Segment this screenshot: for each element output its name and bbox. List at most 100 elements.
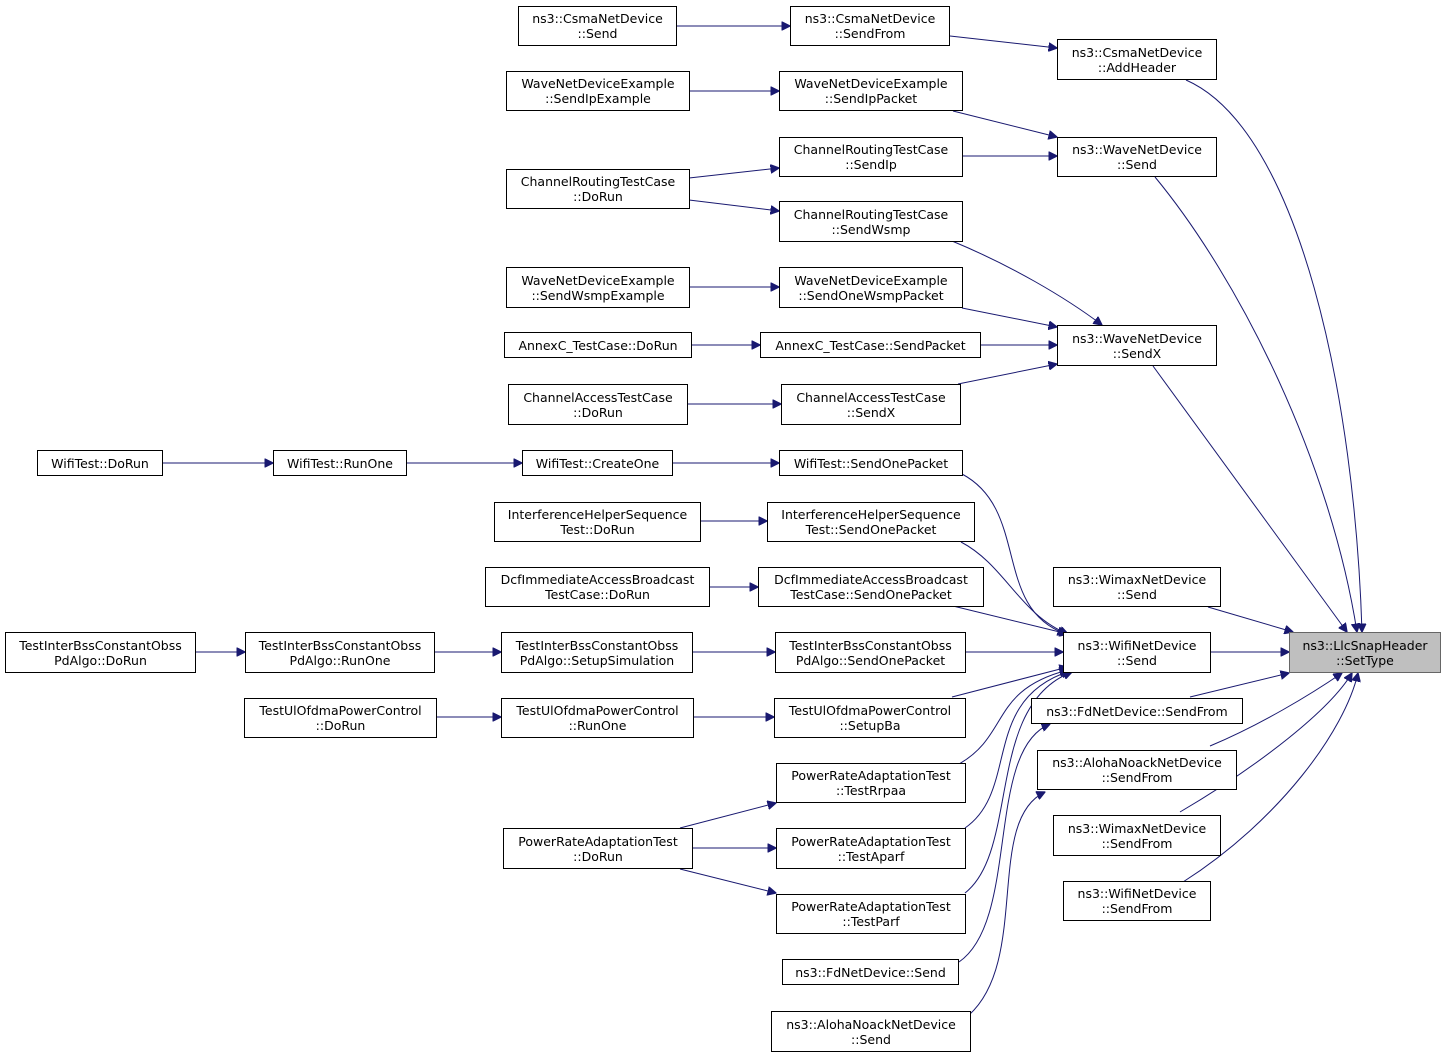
- node-wavenetdeviceexample-sendonewsmppacket[interactable]: WaveNetDeviceExample::SendOneWsmpPacket: [779, 267, 963, 308]
- node-label-line: ::SendFrom: [1101, 770, 1173, 785]
- edge-aloha_send-aloha_sendfrom: [968, 792, 1045, 1016]
- node-poweradaptationtest-dorun[interactable]: PowerRateAdaptationTest::DoRun: [503, 828, 693, 869]
- node-label-line: PowerRateAdaptationTest: [791, 833, 951, 849]
- edge-csma_addheader-settype: [1185, 79, 1362, 632]
- node-label-line: ::SendFrom: [834, 26, 906, 41]
- node-channelroutingtestcase-sendwsmp[interactable]: ChannelRoutingTestCase::SendWsmp: [779, 201, 963, 242]
- node-label-line: ns3::WaveNetDevice: [1072, 330, 1202, 346]
- node-label-line: ::DoRun: [315, 718, 366, 733]
- node-testulofdmapowercontrol-setupba[interactable]: TestUlOfdmaPowerControl::SetupBa: [774, 698, 966, 738]
- edge-crtc_sendwsmp-wave_sendx: [951, 240, 1102, 325]
- node-label-line: ns3::CsmaNetDevice: [1071, 44, 1203, 60]
- node-wavenetdevice-sendx[interactable]: ns3::WaveNetDevice::SendX: [1057, 325, 1217, 366]
- edge-wde_sendonewsmppacket-wave_sendx: [961, 307, 1057, 327]
- node-label-line: ns3::WaveNetDevice: [1072, 142, 1202, 157]
- node-testulofdmapowercontrol-dorun[interactable]: TestUlOfdmaPowerControl::DoRun: [244, 698, 437, 738]
- edge-prat_testrrpaa-wifi_send: [958, 670, 1068, 765]
- edge-crtc_dorun-crtc_sendwsmp: [688, 199, 779, 211]
- node-wifitest-createone[interactable]: WifiTest::CreateOne: [522, 450, 673, 476]
- node-wavenetdeviceexample-sendippacket[interactable]: WaveNetDeviceExample::SendIpPacket: [779, 71, 963, 111]
- node-wavenetdeviceexample-sendipexample[interactable]: WaveNetDeviceExample::SendIpExample: [506, 71, 690, 111]
- node-label-line: ::SendX: [846, 404, 896, 420]
- node-label-line: ::DoRun: [573, 189, 623, 204]
- node-csmanetdevice-send[interactable]: ns3::CsmaNetDevice::Send: [518, 6, 677, 46]
- node-label-line: PowerRateAdaptationTest: [518, 833, 678, 849]
- node-llcsnapheader-settype: ns3::LlcSnapHeader::SetType: [1289, 632, 1441, 673]
- node-label-line: ::SendFrom: [1101, 835, 1173, 851]
- edge-wimax_sendfrom-settype: [1179, 673, 1352, 813]
- node-label-line: ns3::AlohaNoackNetDevice: [786, 1016, 956, 1032]
- node-label-line: ChannelRoutingTestCase: [793, 142, 949, 157]
- node-wifinetdevice-send[interactable]: ns3::WifiNetDevice::Send: [1063, 632, 1211, 673]
- node-channelaccesstestcase-sendx[interactable]: ChannelAccessTestCase::SendX: [781, 384, 961, 425]
- edge-wave_send-settype: [1154, 176, 1357, 632]
- edge-prat_dorun-prat_testrrpaa: [679, 803, 776, 829]
- node-wifitest-dorun[interactable]: WifiTest::DoRun: [37, 450, 163, 476]
- node-testulofdmapowercontrol-runone[interactable]: TestUlOfdmaPowerControl::RunOne: [501, 698, 694, 738]
- node-label-line: InterferenceHelperSequence: [507, 507, 688, 522]
- node-label-line: ::Send: [577, 26, 618, 41]
- node-fdnetdevice-send[interactable]: ns3::FdNetDevice::Send: [782, 959, 959, 985]
- node-channelroutingtestcase-sendip[interactable]: ChannelRoutingTestCase::SendIp: [779, 137, 963, 177]
- edge-wde_sendippacket-wave_send: [952, 110, 1057, 137]
- node-poweradaptationtest-testaparf[interactable]: PowerRateAdaptationTest::TestAparf: [776, 828, 966, 869]
- node-wavenetdeviceexample-sendwsmpexample[interactable]: WaveNetDeviceExample::SendWsmpExample: [506, 267, 690, 308]
- node-label-line: ::SendIpPacket: [824, 91, 918, 106]
- node-wavenetdevice-send[interactable]: ns3::WaveNetDevice::Send: [1057, 137, 1217, 177]
- node-channelroutingtestcase-dorun[interactable]: ChannelRoutingTestCase::DoRun: [506, 169, 690, 209]
- node-wimaxnetdevice-sendfrom[interactable]: ns3::WimaxNetDevice::SendFrom: [1053, 815, 1221, 856]
- node-csmanetdevice-sendfrom[interactable]: ns3::CsmaNetDevice::SendFrom: [790, 6, 950, 46]
- node-label-line: ::RunOne: [568, 718, 627, 733]
- node-label-line: ns3::WifiNetDevice: [1077, 886, 1197, 901]
- node-label-line: ChannelRoutingTestCase: [793, 206, 949, 222]
- node-wimaxnetdevice-send[interactable]: ns3::WimaxNetDevice::Send: [1053, 567, 1221, 607]
- node-poweradaptationtest-testrrpaa[interactable]: PowerRateAdaptationTest::TestRrpaa: [776, 763, 966, 803]
- node-label-line: ns3::CsmaNetDevice: [532, 11, 663, 26]
- node-label-line: ns3::FdNetDevice::SendFrom: [1046, 703, 1228, 719]
- node-label-line: WaveNetDeviceExample: [794, 272, 948, 288]
- node-wifitest-sendonepacket[interactable]: WifiTest::SendOnePacket: [779, 450, 963, 476]
- node-fdnetdevice-sendfrom[interactable]: ns3::FdNetDevice::SendFrom: [1031, 698, 1243, 724]
- node-label-line: ::SendX: [1112, 345, 1162, 361]
- edge-catc_sendx-wave_sendx: [957, 364, 1057, 385]
- node-label-line: WifiTest::DoRun: [51, 455, 149, 471]
- node-poweradaptationtest-testparf[interactable]: PowerRateAdaptationTest::TestParf: [776, 894, 966, 934]
- node-annexc-testcase-dorun[interactable]: AnnexC_TestCase::DoRun: [504, 332, 692, 358]
- edge-prat_testaparf-wifi_send: [964, 671, 1070, 829]
- node-label-line: DcfImmediateAccessBroadcast: [500, 572, 695, 587]
- node-annexc-testcase-sendpacket[interactable]: AnnexC_TestCase::SendPacket: [760, 332, 981, 358]
- edge-wave_sendx-settype: [1152, 365, 1347, 632]
- node-wifinetdevice-sendfrom[interactable]: ns3::WifiNetDevice::SendFrom: [1063, 881, 1211, 921]
- node-channelaccesstestcase-dorun[interactable]: ChannelAccessTestCase::DoRun: [508, 384, 688, 425]
- edge-prat_testparf-wifi_send: [964, 672, 1072, 894]
- node-label-line: TestCase::DoRun: [545, 587, 650, 602]
- edge-ihs_sendonepacket-wifi_send: [960, 541, 1068, 634]
- node-label-line: Test::SendOnePacket: [805, 522, 937, 537]
- node-label-line: InterferenceHelperSequence: [781, 507, 961, 522]
- node-alohanoacknetdevice-sendfrom[interactable]: ns3::AlohaNoackNetDevice::SendFrom: [1037, 750, 1237, 790]
- node-label-line: AnnexC_TestCase::DoRun: [518, 337, 678, 353]
- edge-wifi_sendfrom-settype: [1182, 673, 1358, 883]
- node-label-line: TestInterBssConstantObss: [19, 637, 182, 653]
- edge-wt_sendonepacket-wifi_send: [961, 473, 1066, 634]
- node-label-line: ChannelAccessTestCase: [796, 389, 946, 405]
- node-wifitest-runone[interactable]: WifiTest::RunOne: [273, 450, 407, 476]
- edge-dcf_sendonepacket-wifi_send: [952, 605, 1068, 634]
- node-label-line: PdAlgo::DoRun: [54, 652, 147, 668]
- node-label-line: ::DoRun: [573, 404, 623, 420]
- node-csmanetdevice-addheader[interactable]: ns3::CsmaNetDevice::AddHeader: [1057, 39, 1217, 80]
- node-label-line: ::SendIpExample: [545, 91, 651, 106]
- node-label-line: ::DoRun: [573, 848, 623, 864]
- node-alohanoacknetdevice-send[interactable]: ns3::AlohaNoackNetDevice::Send: [771, 1011, 971, 1052]
- edge-fd_send-fd_sendfrom: [958, 724, 1050, 963]
- node-label-line: ns3::CsmaNetDevice: [804, 11, 936, 26]
